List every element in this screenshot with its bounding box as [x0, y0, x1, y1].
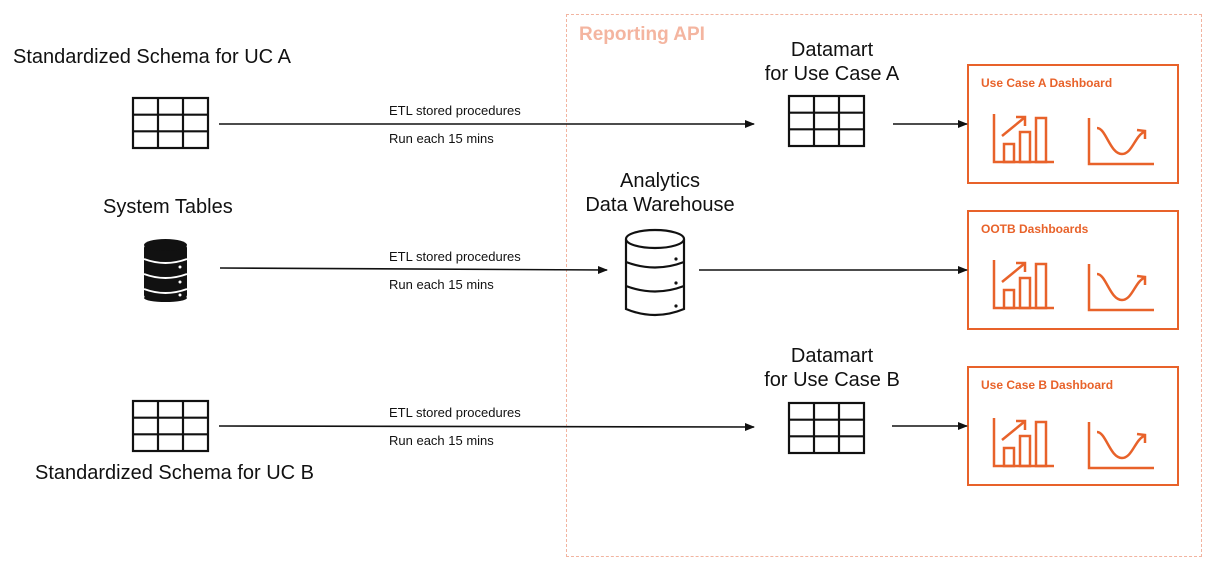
arrow-etl-b [218, 422, 755, 431]
warehouse-line2: Data Warehouse [585, 194, 735, 216]
etl-b-label: ETL stored procedures [389, 405, 521, 420]
table-grid-icon [131, 96, 210, 150]
datamart-a-title: Datamart for Use Case A [742, 38, 922, 86]
etl-a-label: ETL stored procedures [389, 103, 521, 118]
datamart-b-title: Datamart for Use Case B [742, 344, 922, 392]
etl-a-schedule: Run each 15 mins [389, 131, 494, 146]
arrow-etl-sys [219, 265, 608, 274]
datamart-a-line2: for Use Case A [764, 63, 900, 85]
etl-sys-schedule: Run each 15 mins [389, 277, 494, 292]
database-icon [624, 228, 686, 317]
reporting-api-title: Reporting API [579, 24, 705, 45]
etl-sys-label: ETL stored procedures [389, 249, 521, 264]
dashboard-b-title: Use Case B Dashboard [981, 378, 1114, 392]
table-grid-icon [131, 399, 210, 453]
line-chart-icon [992, 258, 1156, 312]
database-icon [143, 239, 188, 302]
source-label-system-tables: System Tables [103, 196, 233, 218]
datamart-a-line1: Datamart [790, 39, 874, 61]
bar-chart-trend-icon [992, 112, 1156, 166]
source-label-uc-a: Standardized Schema for UC A [13, 46, 291, 68]
dashboard-ootb-title: OOTB Dashboards [981, 222, 1089, 236]
bar-chart-trend-icon [992, 416, 1156, 470]
datamart-b-line2: for Use Case B [764, 369, 900, 391]
source-label-uc-b: Standardized Schema for UC B [35, 462, 315, 484]
reporting-api-region [566, 14, 1202, 557]
table-grid-icon [787, 401, 866, 455]
dashboard-a-title: Use Case A Dashboard [981, 76, 1113, 90]
warehouse-line1: Analytics [619, 170, 701, 192]
table-grid-icon [787, 94, 866, 148]
warehouse-title: Analytics Data Warehouse [565, 169, 755, 217]
etl-b-schedule: Run each 15 mins [389, 433, 494, 448]
datamart-b-line1: Datamart [790, 345, 874, 367]
